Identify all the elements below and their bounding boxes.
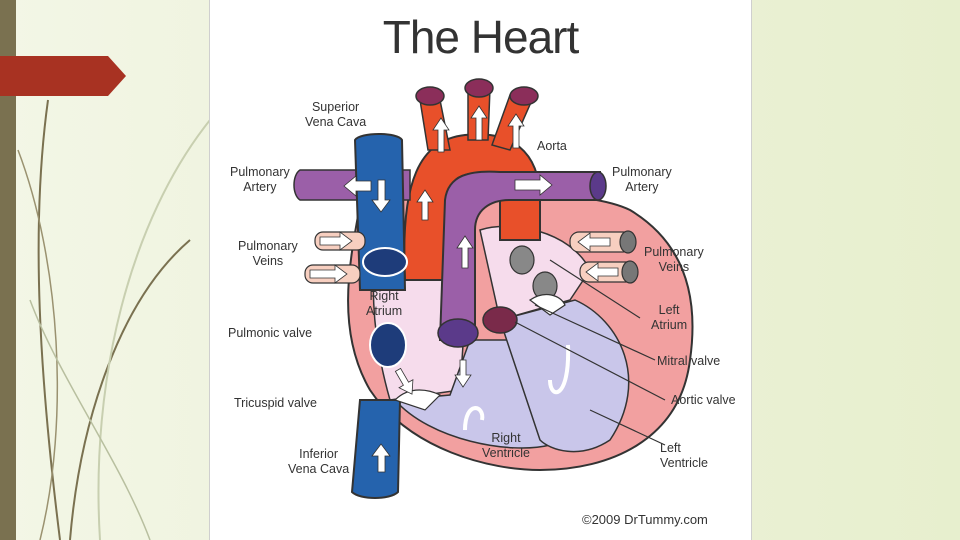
label-mitral-valve: Mitral valve	[657, 354, 721, 368]
label-line: Ventricle	[482, 446, 530, 460]
tricuspid-valve-shape	[393, 389, 442, 411]
label-line: Inferior	[299, 447, 339, 461]
slide-left-bar	[0, 0, 16, 540]
label-superior-vena-cava: Superior Vena Cava	[305, 100, 366, 130]
label-pulmonary-artery-left: Pulmonary Artery	[230, 165, 290, 195]
copyright-text: ©2009 DrTummy.com	[582, 512, 708, 527]
label-line: Pulmonary	[230, 165, 290, 179]
label-line: Veins	[658, 260, 690, 274]
label-line: Veins	[252, 254, 284, 268]
label-line: Pulmonary	[644, 245, 704, 259]
label-aortic-valve: Aortic valve	[671, 393, 736, 407]
label-left-atrium: Left Atrium	[651, 303, 687, 333]
label-line: Right	[369, 289, 399, 303]
label-pulmonary-artery-right: Pulmonary Artery	[612, 165, 672, 195]
aortic-valve-shape	[482, 306, 518, 334]
label-line: Left	[660, 441, 681, 455]
label-line: Left	[658, 303, 680, 317]
label-pulmonary-veins-right: Pulmonary Veins	[644, 245, 704, 275]
label-line: Atrium	[651, 318, 688, 332]
slide-title: The Heart	[382, 11, 580, 63]
inferior-vena-cava	[350, 399, 402, 499]
label-aorta: Aorta	[537, 139, 567, 153]
label-line: Ventricle	[660, 456, 708, 470]
heart-illustration	[293, 78, 694, 499]
label-right-ventricle: Right Ventricle	[482, 431, 530, 461]
label-left-ventricle: Left Ventricle	[660, 441, 708, 471]
decorative-swooshes	[17, 99, 211, 540]
label-line: Pulmonary	[612, 165, 672, 179]
label-line: Right	[491, 431, 521, 445]
heart-diagram-card: The Heart	[209, 0, 752, 540]
slide-accent-tab	[0, 56, 126, 96]
label-inferior-vena-cava: Inferior Vena Cava	[288, 447, 349, 477]
label-line: Artery	[625, 180, 659, 194]
label-tricuspid-valve: Tricuspid valve	[234, 396, 317, 410]
label-line: Artery	[243, 180, 277, 194]
label-line: Atrium	[366, 304, 403, 318]
label-line: Vena Cava	[288, 462, 350, 476]
label-line: Vena Cava	[305, 115, 367, 129]
label-line: Superior	[311, 100, 360, 114]
pulmonic-valve-shape	[437, 318, 479, 348]
label-pulmonary-veins-left: Pulmonary Veins	[238, 239, 298, 269]
label-pulmonic-valve: Pulmonic valve	[228, 326, 313, 340]
mitral-valve-shape	[528, 293, 566, 316]
label-right-atrium: Right Atrium	[366, 289, 402, 319]
label-line: Pulmonary	[238, 239, 298, 253]
